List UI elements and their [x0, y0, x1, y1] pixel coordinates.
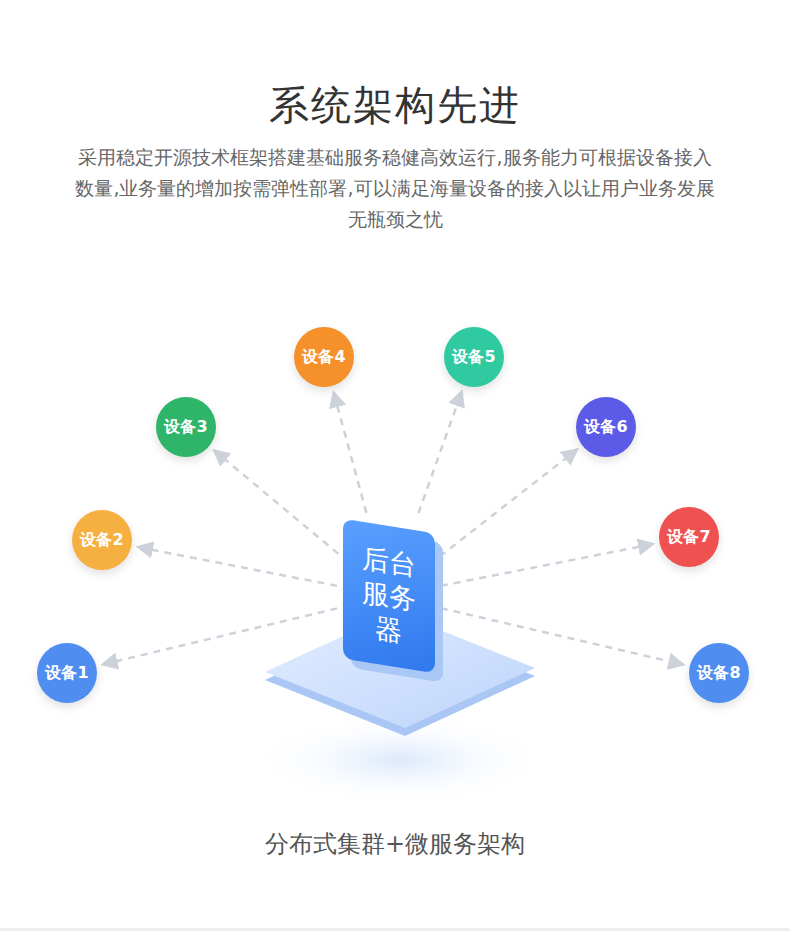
- device-circle: 设备3: [156, 397, 216, 457]
- bottom-rule: [0, 928, 790, 931]
- dashed-arrow: [441, 608, 684, 665]
- device-circle: 设备4: [294, 327, 354, 387]
- dashed-arrow: [214, 450, 339, 554]
- device-label: 设备8: [697, 663, 740, 684]
- device-circle: 设备6: [576, 397, 636, 457]
- dashed-arrow: [440, 449, 578, 556]
- device-circle: 设备8: [689, 643, 749, 703]
- device-circle: 设备1: [37, 643, 97, 703]
- device-label: 设备3: [164, 417, 207, 438]
- dashed-arrow: [333, 392, 366, 513]
- device-label: 设备4: [302, 347, 345, 368]
- device-circle: 设备7: [659, 507, 719, 567]
- caption: 分布式集群+微服务架构: [0, 828, 790, 860]
- device-circle: 设备5: [444, 327, 504, 387]
- server-box: 后台 服务器: [343, 519, 435, 674]
- device-circle: 设备2: [72, 510, 132, 570]
- description: 采用稳定开源技术框架搭建基础服务稳健高效运行,服务能力可根据设备接入数量,业务量…: [75, 142, 715, 235]
- device-label: 设备2: [80, 530, 123, 551]
- device-label: 设备5: [452, 347, 495, 368]
- heading: 系统架构先进: [0, 78, 790, 133]
- dashed-arrow: [137, 547, 337, 586]
- dashed-arrow: [418, 391, 461, 513]
- device-label: 设备7: [667, 527, 710, 548]
- device-label: 设备6: [584, 417, 627, 438]
- dashed-arrow: [441, 544, 654, 586]
- device-label: 设备1: [45, 663, 88, 684]
- dashed-arrow: [102, 608, 337, 664]
- server-label: 后台 服务器: [359, 541, 418, 652]
